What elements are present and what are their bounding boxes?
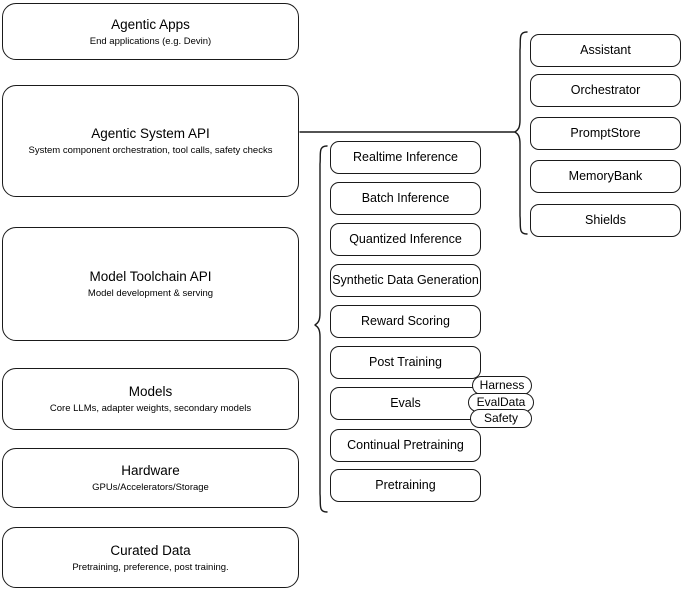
evals-pill-label: Harness <box>479 378 525 392</box>
capability-label: Continual Pretraining <box>347 438 464 452</box>
component-memorybank[interactable]: MemoryBank <box>530 160 681 193</box>
layer-subtitle: Pretraining, preference, post training. <box>72 561 229 573</box>
evals-pill-label: Safety <box>483 411 519 425</box>
capability-label: Evals <box>390 396 421 410</box>
layer-curated-data[interactable]: Curated Data Pretraining, preference, po… <box>2 527 299 588</box>
layer-subtitle: Model development & serving <box>87 288 214 299</box>
capability-label: Quantized Inference <box>349 232 462 246</box>
layer-title: Hardware <box>121 463 180 478</box>
capability-label: Batch Inference <box>361 191 450 205</box>
capability-label: Pretraining <box>375 478 436 492</box>
layer-title: Models <box>128 384 173 399</box>
capability-label: Synthetic Data Generation <box>332 273 479 287</box>
component-assistant[interactable]: Assistant <box>530 34 681 67</box>
capability-continual-pretraining[interactable]: Continual Pretraining <box>330 429 481 462</box>
component-label: Assistant <box>580 43 631 57</box>
capability-batch-inference[interactable]: Batch Inference <box>330 182 481 215</box>
component-promptstore[interactable]: PromptStore <box>530 117 681 150</box>
layer-model-toolchain-api[interactable]: Model Toolchain API Model development & … <box>2 227 299 341</box>
layer-title: Agentic System API <box>91 126 210 141</box>
capability-post-training[interactable]: Post Training <box>330 346 481 379</box>
capability-synthetic-data-generation[interactable]: Synthetic Data Generation <box>330 264 481 297</box>
layer-subtitle: System component orchestration, tool cal… <box>28 145 273 156</box>
capability-reward-scoring[interactable]: Reward Scoring <box>330 305 481 338</box>
layer-models[interactable]: Models Core LLMs, adapter weights, secon… <box>2 368 299 430</box>
component-shields[interactable]: Shields <box>530 204 681 237</box>
capability-label: Reward Scoring <box>361 314 450 328</box>
component-label: Shields <box>585 213 626 227</box>
layer-title: Model Toolchain API <box>89 269 212 284</box>
toolchain-capabilities-brace <box>314 145 328 513</box>
capability-realtime-inference[interactable]: Realtime Inference <box>330 141 481 174</box>
component-orchestrator[interactable]: Orchestrator <box>530 74 681 107</box>
layer-agentic-system-api[interactable]: Agentic System API System component orch… <box>2 85 299 197</box>
layer-title: Curated Data <box>110 542 191 558</box>
layer-subtitle: GPUs/Accelerators/Storage <box>92 482 209 493</box>
capability-evals[interactable]: Evals <box>330 387 481 420</box>
layer-subtitle: Core LLMs, adapter weights, secondary mo… <box>49 403 252 414</box>
system-components-brace <box>514 31 528 235</box>
component-label: MemoryBank <box>568 169 643 183</box>
layer-subtitle: End applications (e.g. Devin) <box>89 35 212 47</box>
capability-pretraining[interactable]: Pretraining <box>330 469 481 502</box>
capability-quantized-inference[interactable]: Quantized Inference <box>330 223 481 256</box>
capability-label: Post Training <box>369 355 442 369</box>
layer-agentic-apps[interactable]: Agentic Apps End applications (e.g. Devi… <box>2 3 299 60</box>
layer-hardware[interactable]: Hardware GPUs/Accelerators/Storage <box>2 448 299 508</box>
capability-label: Realtime Inference <box>353 150 458 164</box>
evals-pill-label: EvalData <box>476 395 526 409</box>
component-label: PromptStore <box>570 126 641 140</box>
component-label: Orchestrator <box>570 83 641 97</box>
layer-title: Agentic Apps <box>111 16 190 32</box>
evals-pill-safety[interactable]: Safety <box>470 409 532 428</box>
